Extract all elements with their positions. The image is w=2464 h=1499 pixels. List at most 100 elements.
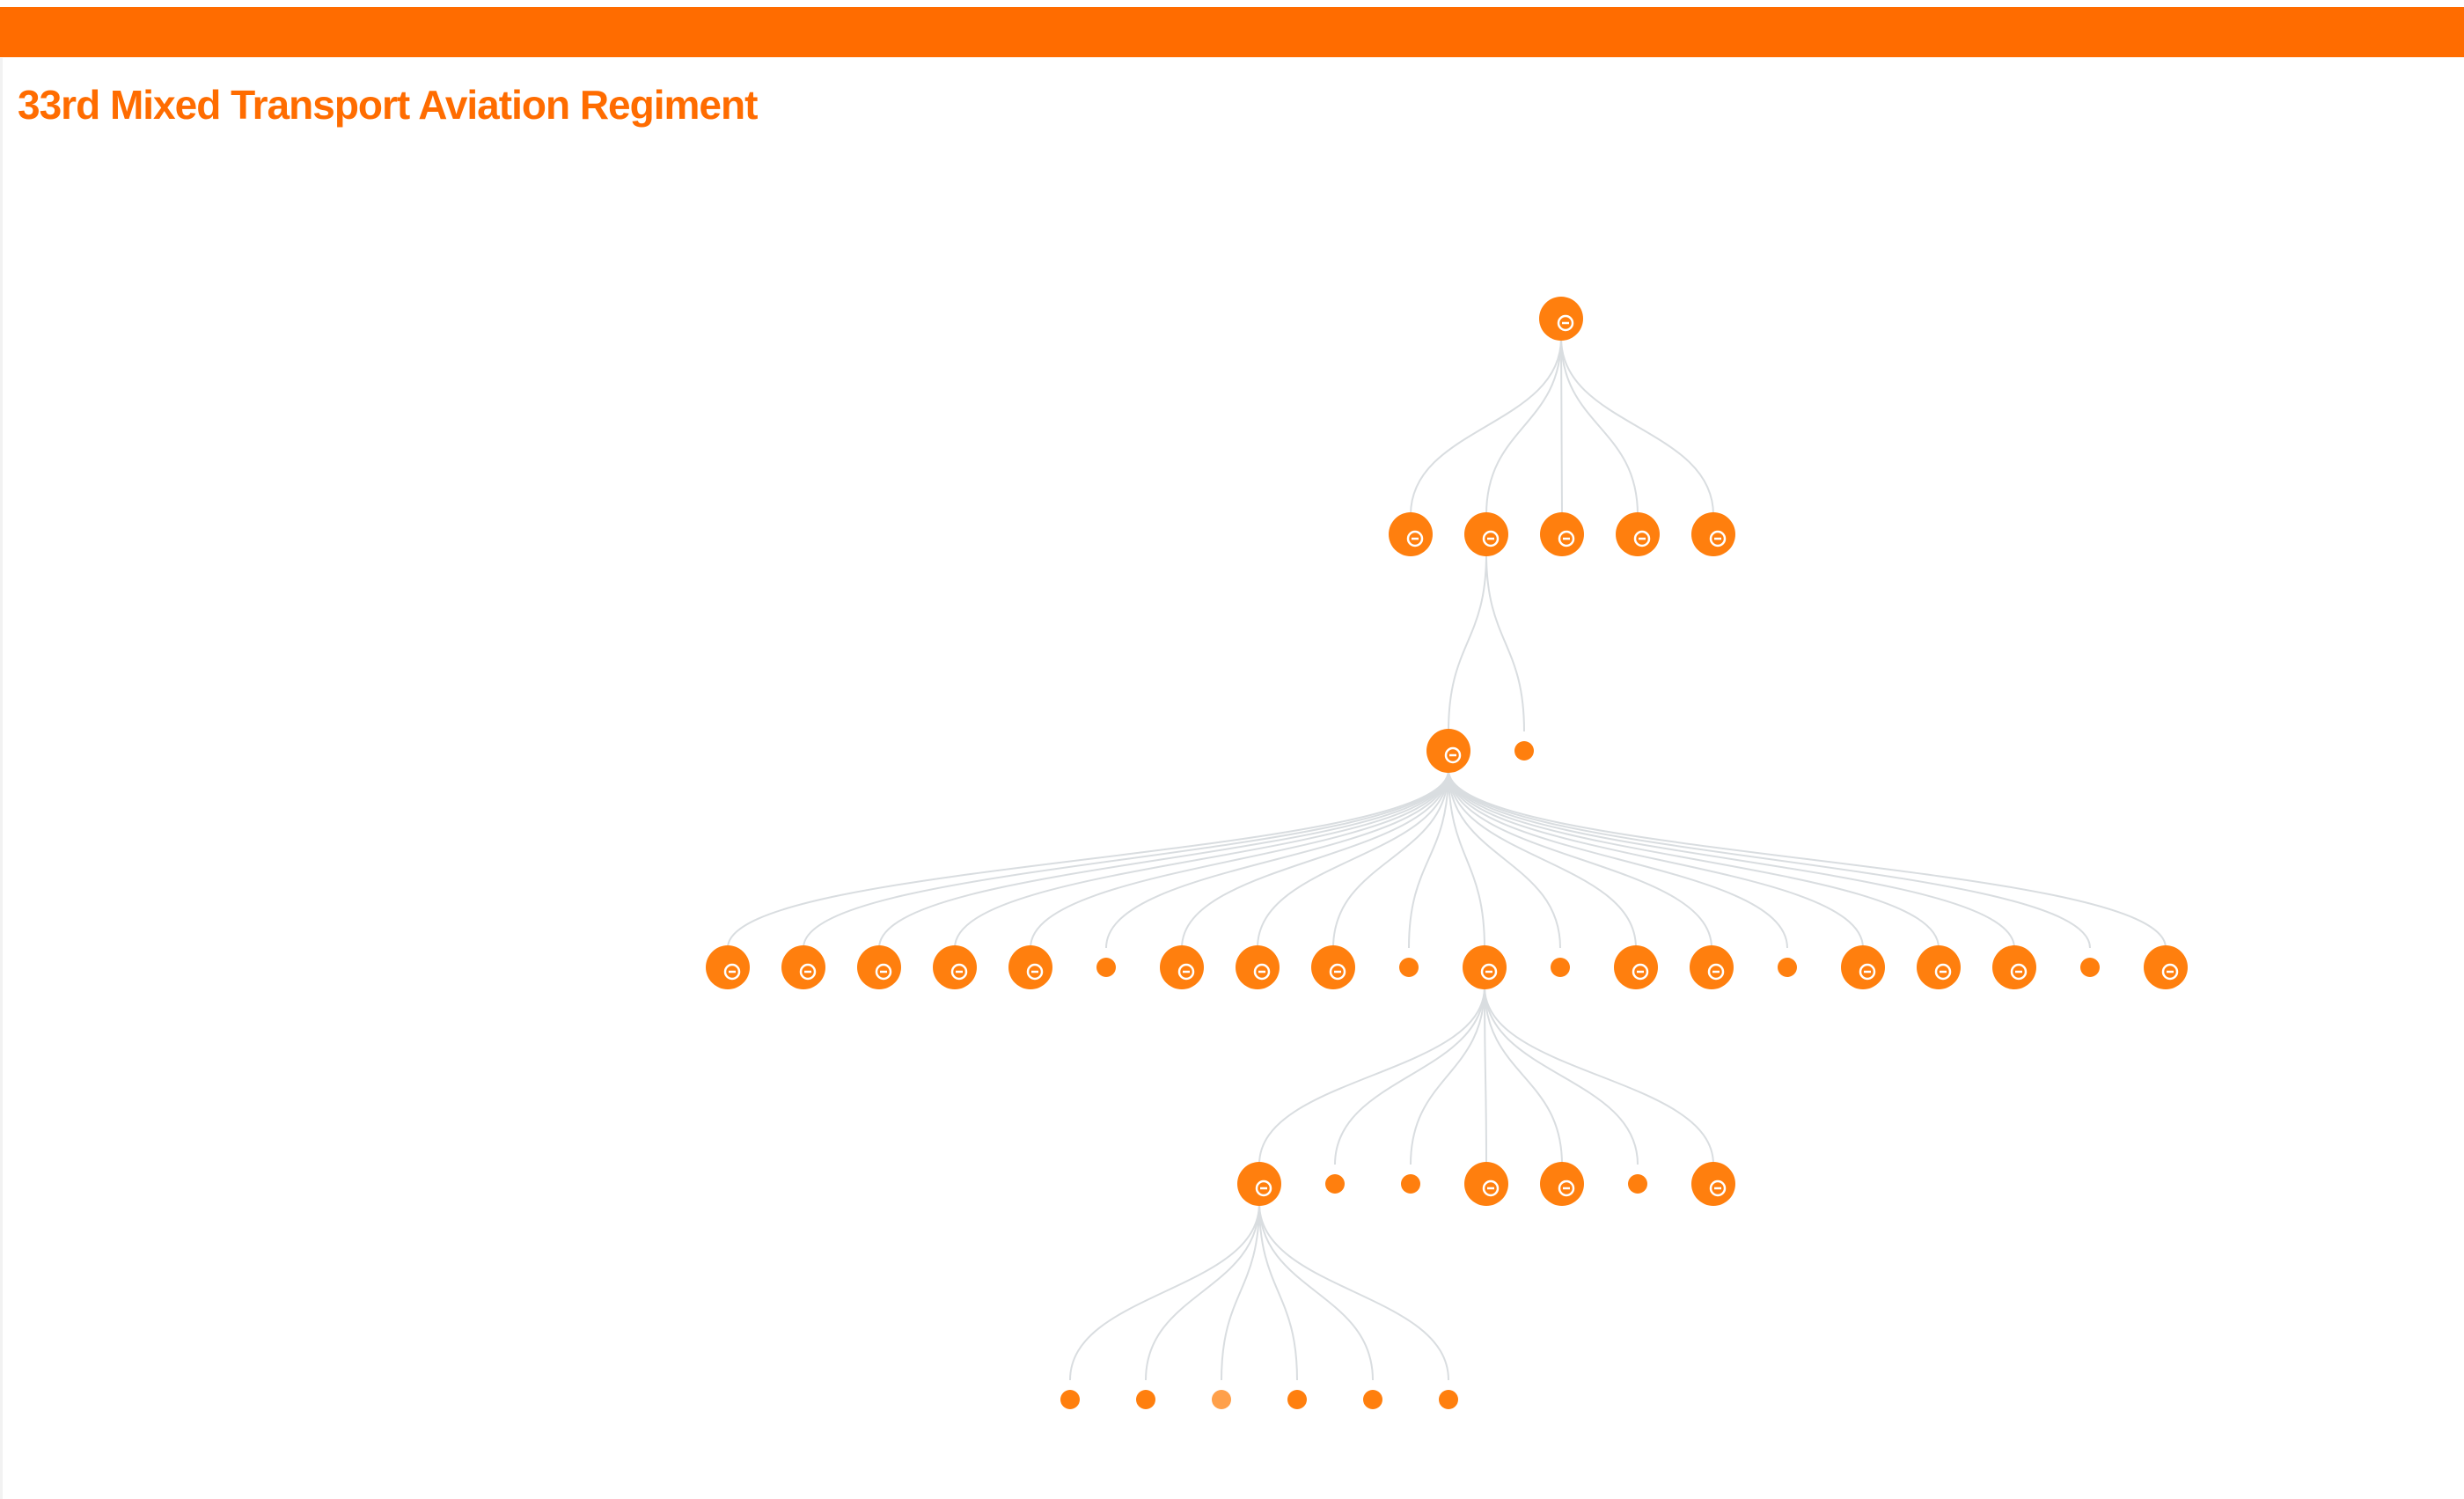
tree-node-expandable[interactable] bbox=[1008, 945, 1052, 989]
tree-node-expandable[interactable] bbox=[1841, 945, 1885, 989]
tree-node-leaf[interactable] bbox=[1096, 958, 1116, 977]
expand-icon bbox=[723, 963, 741, 981]
node-circle[interactable] bbox=[1399, 958, 1419, 977]
node-circle[interactable] bbox=[1096, 958, 1116, 977]
tree-node-leaf[interactable] bbox=[2080, 958, 2100, 977]
tree-link bbox=[1332, 769, 1449, 949]
node-circle[interactable] bbox=[1325, 1174, 1345, 1194]
expand-icon bbox=[799, 963, 817, 981]
tree-node-leaf[interactable] bbox=[1399, 958, 1419, 977]
tree-node-expandable[interactable] bbox=[933, 945, 977, 989]
left-edge-divider bbox=[0, 58, 3, 1499]
expand-icon bbox=[875, 963, 892, 981]
expand-icon bbox=[2010, 963, 2028, 981]
tree-link bbox=[1105, 769, 1449, 949]
tree-link bbox=[803, 769, 1449, 949]
tree-node-leaf[interactable] bbox=[1363, 1390, 1382, 1409]
node-circle[interactable] bbox=[1363, 1390, 1382, 1409]
expand-icon bbox=[1026, 963, 1044, 981]
node-circle[interactable] bbox=[1551, 958, 1570, 977]
tree-node-leaf[interactable] bbox=[1136, 1390, 1155, 1409]
tree-node-leaf[interactable] bbox=[1778, 958, 1797, 977]
tree-node-expandable[interactable] bbox=[1691, 512, 1735, 556]
tree-link bbox=[1448, 769, 2167, 949]
tree-link bbox=[1069, 1202, 1260, 1381]
tree-node-expandable[interactable] bbox=[2144, 945, 2188, 989]
node-circle[interactable] bbox=[1212, 1390, 1231, 1409]
expand-icon bbox=[1480, 963, 1498, 981]
tree-link bbox=[1485, 553, 1525, 732]
tree-node-expandable[interactable] bbox=[1614, 945, 1658, 989]
expand-icon bbox=[1444, 746, 1462, 764]
expand-icon bbox=[1253, 963, 1271, 981]
node-circle[interactable] bbox=[1136, 1390, 1155, 1409]
tree-node-expandable[interactable] bbox=[1236, 945, 1280, 989]
expand-icon bbox=[1482, 530, 1500, 547]
tree-node-expandable[interactable] bbox=[1539, 297, 1583, 341]
tree-node-leaf[interactable] bbox=[1551, 958, 1570, 977]
tree-link bbox=[1258, 986, 1485, 1165]
tree-link bbox=[1258, 1202, 1298, 1381]
tree-node-expandable[interactable] bbox=[1540, 1162, 1584, 1206]
tree-node-leaf[interactable] bbox=[1514, 741, 1534, 761]
tree-link bbox=[1560, 337, 1714, 516]
tree-node-expandable[interactable] bbox=[1463, 945, 1507, 989]
tree-node-expandable[interactable] bbox=[1464, 512, 1508, 556]
node-circle[interactable] bbox=[1439, 1390, 1458, 1409]
tree-link bbox=[1448, 769, 1788, 949]
node-circle[interactable] bbox=[1778, 958, 1797, 977]
tree-node-expandable[interactable] bbox=[1992, 945, 2036, 989]
node-circle[interactable] bbox=[1628, 1174, 1647, 1194]
tree-link bbox=[954, 769, 1449, 949]
expand-icon bbox=[1406, 530, 1424, 547]
node-circle[interactable] bbox=[1401, 1174, 1420, 1194]
tree-node-leaf[interactable] bbox=[1212, 1390, 1231, 1409]
tree-link bbox=[1484, 986, 1563, 1165]
page-title: 33rd Mixed Transport Aviation Regiment bbox=[18, 82, 758, 128]
tree-link bbox=[1484, 986, 1714, 1165]
tree-node-expandable[interactable] bbox=[1917, 945, 1961, 989]
tree-node-expandable[interactable] bbox=[1237, 1162, 1281, 1206]
expand-icon bbox=[1329, 963, 1346, 981]
tree-node-expandable[interactable] bbox=[781, 945, 825, 989]
expand-icon bbox=[1633, 530, 1651, 547]
expand-icon bbox=[1558, 530, 1575, 547]
tree-node-expandable[interactable] bbox=[1691, 1162, 1735, 1206]
node-circle[interactable] bbox=[1514, 741, 1534, 761]
tree-node-expandable[interactable] bbox=[857, 945, 901, 989]
expand-icon bbox=[1709, 530, 1727, 547]
expand-icon bbox=[1934, 963, 1952, 981]
node-circle[interactable] bbox=[1060, 1390, 1080, 1409]
tree-node-expandable[interactable] bbox=[1690, 945, 1734, 989]
tree-node-leaf[interactable] bbox=[1401, 1174, 1420, 1194]
tree-node-leaf[interactable] bbox=[1325, 1174, 1345, 1194]
tree-nodes bbox=[706, 297, 2188, 1409]
expand-icon bbox=[1707, 963, 1725, 981]
node-circle[interactable] bbox=[1287, 1390, 1307, 1409]
tree-node-leaf[interactable] bbox=[1439, 1390, 1458, 1409]
tree-link bbox=[1448, 769, 1485, 949]
node-circle[interactable] bbox=[2080, 958, 2100, 977]
tree-link bbox=[727, 769, 1449, 949]
tree-node-expandable[interactable] bbox=[1464, 1162, 1508, 1206]
tree-node-expandable[interactable] bbox=[1160, 945, 1204, 989]
tree-link bbox=[1030, 769, 1449, 949]
tree-node-expandable[interactable] bbox=[1426, 729, 1470, 773]
tree-node-leaf[interactable] bbox=[1287, 1390, 1307, 1409]
tree-node-expandable[interactable] bbox=[1389, 512, 1433, 556]
tree-link bbox=[1485, 337, 1562, 516]
tree-node-expandable[interactable] bbox=[1540, 512, 1584, 556]
tree-node-expandable[interactable] bbox=[1311, 945, 1355, 989]
expand-icon bbox=[1482, 1179, 1500, 1197]
tree-link bbox=[1448, 769, 1637, 949]
tree-node-expandable[interactable] bbox=[706, 945, 750, 989]
tree-link bbox=[1334, 986, 1485, 1165]
tree-link bbox=[1181, 769, 1449, 949]
tree-node-leaf[interactable] bbox=[1060, 1390, 1080, 1409]
tree-node-leaf[interactable] bbox=[1628, 1174, 1647, 1194]
expand-icon bbox=[2161, 963, 2179, 981]
tree-node-expandable[interactable] bbox=[1616, 512, 1660, 556]
tree-link bbox=[1145, 1202, 1260, 1381]
tree-link bbox=[878, 769, 1449, 949]
